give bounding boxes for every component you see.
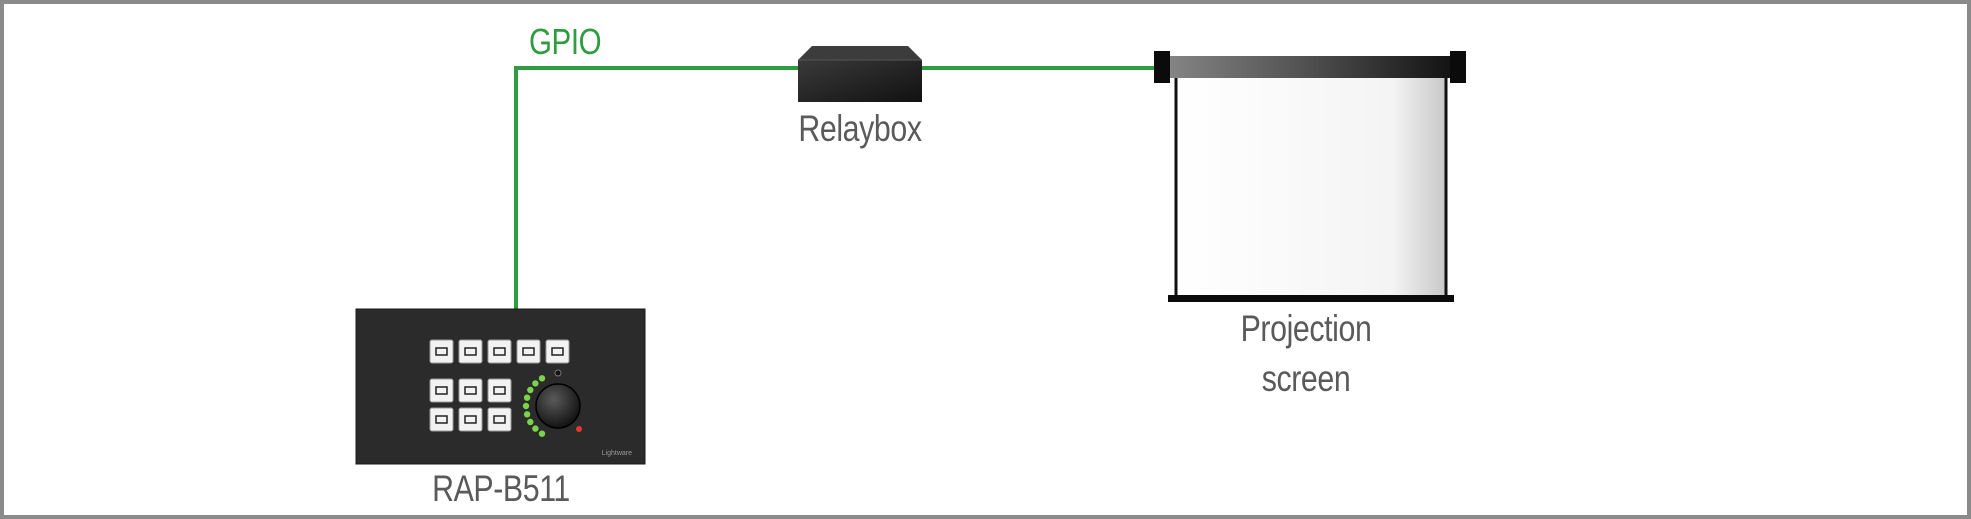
camera-icon	[464, 415, 477, 424]
rap-b511-panel: Lightware	[355, 308, 646, 465]
projection-screen-label-line2: screen	[1261, 358, 1351, 399]
diagram-graphics: Lightware	[355, 46, 1466, 465]
mute-button	[429, 407, 454, 432]
camera-button	[458, 407, 483, 432]
relaybox-device	[798, 46, 922, 102]
volume-led	[523, 411, 531, 418]
volume-led-ring	[522, 375, 546, 437]
gpio-cable	[514, 66, 1164, 309]
mute-icon	[435, 415, 448, 424]
input-icon	[493, 386, 506, 395]
volume-led	[532, 425, 539, 432]
rap-b511-label: RAP-B511	[432, 468, 570, 509]
projector-off-icon	[493, 347, 506, 356]
projector-off-button	[487, 339, 512, 364]
volume-led	[527, 386, 534, 394]
volume-led	[538, 375, 546, 382]
relaybox-label: Relaybox	[798, 108, 922, 149]
wifi-icon	[435, 347, 448, 356]
source-2-button	[458, 378, 483, 403]
presenter-button	[487, 407, 512, 432]
screen-down-icon	[551, 347, 564, 356]
volume-led	[538, 430, 546, 437]
presenter-icon	[493, 415, 506, 424]
source-1-icon	[435, 386, 448, 395]
volume-led	[527, 418, 534, 426]
gpio-label: GPIO	[529, 21, 602, 62]
volume-knob	[535, 383, 581, 429]
knob-indicator-led	[554, 369, 562, 377]
projection-screen-device	[1154, 51, 1466, 302]
screen-up-icon	[522, 347, 535, 356]
panel-brand-text: Lightware	[602, 450, 632, 457]
volume-led	[523, 394, 531, 401]
volume-led	[522, 402, 530, 410]
projection-screen-label-line1: Projection	[1240, 308, 1372, 349]
source-1-button	[429, 378, 454, 403]
status-red-led	[576, 426, 582, 432]
volume-led	[532, 380, 539, 387]
projector-on-icon	[464, 347, 477, 356]
source-2-icon	[464, 386, 477, 395]
input-button	[487, 378, 512, 403]
projector-on-button	[458, 339, 483, 364]
wifi-button	[429, 339, 454, 364]
panel-button-grid	[429, 339, 570, 432]
screen-down-button	[545, 339, 570, 364]
screen-up-button	[516, 339, 541, 364]
